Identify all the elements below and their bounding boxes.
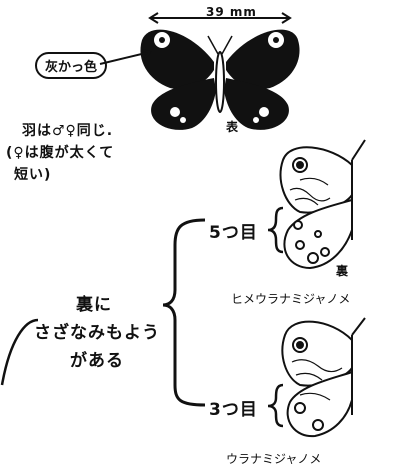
left-curve <box>0 318 39 386</box>
small-brace-1 <box>267 206 284 254</box>
measurement-label: 39 mm <box>206 5 257 19</box>
eye-count-3: 3つ目 <box>209 400 258 420</box>
pattern-note-line-2: さざなみもよう <box>34 323 160 343</box>
pattern-note-line-1: 裏に <box>76 295 112 315</box>
note-line-1: 羽は♂♀同じ. <box>22 123 114 139</box>
butterfly-uranami-icon <box>281 317 366 438</box>
pattern-note-line-3: がある <box>70 351 124 371</box>
species-name-himeuranami: ヒメウラナミジャノメ <box>231 292 351 306</box>
main-brace <box>162 218 206 407</box>
color-label: 灰かっ色 <box>35 52 108 79</box>
note-line-2: (♀は腹が太くて <box>6 145 115 161</box>
butterfly-top-icon <box>140 29 300 130</box>
species-name-uranami: ウラナミジャノメ <box>226 452 322 466</box>
color-pointer <box>99 51 151 65</box>
back-mark: 裏 <box>336 264 350 278</box>
small-brace-2 <box>267 383 284 428</box>
note-line-3: 短い) <box>14 167 52 183</box>
butterfly-himeuranami-icon <box>279 139 366 270</box>
front-mark: 表 <box>226 120 240 134</box>
eye-count-5: 5つ目 <box>209 223 258 243</box>
measure-arrow <box>148 12 292 24</box>
